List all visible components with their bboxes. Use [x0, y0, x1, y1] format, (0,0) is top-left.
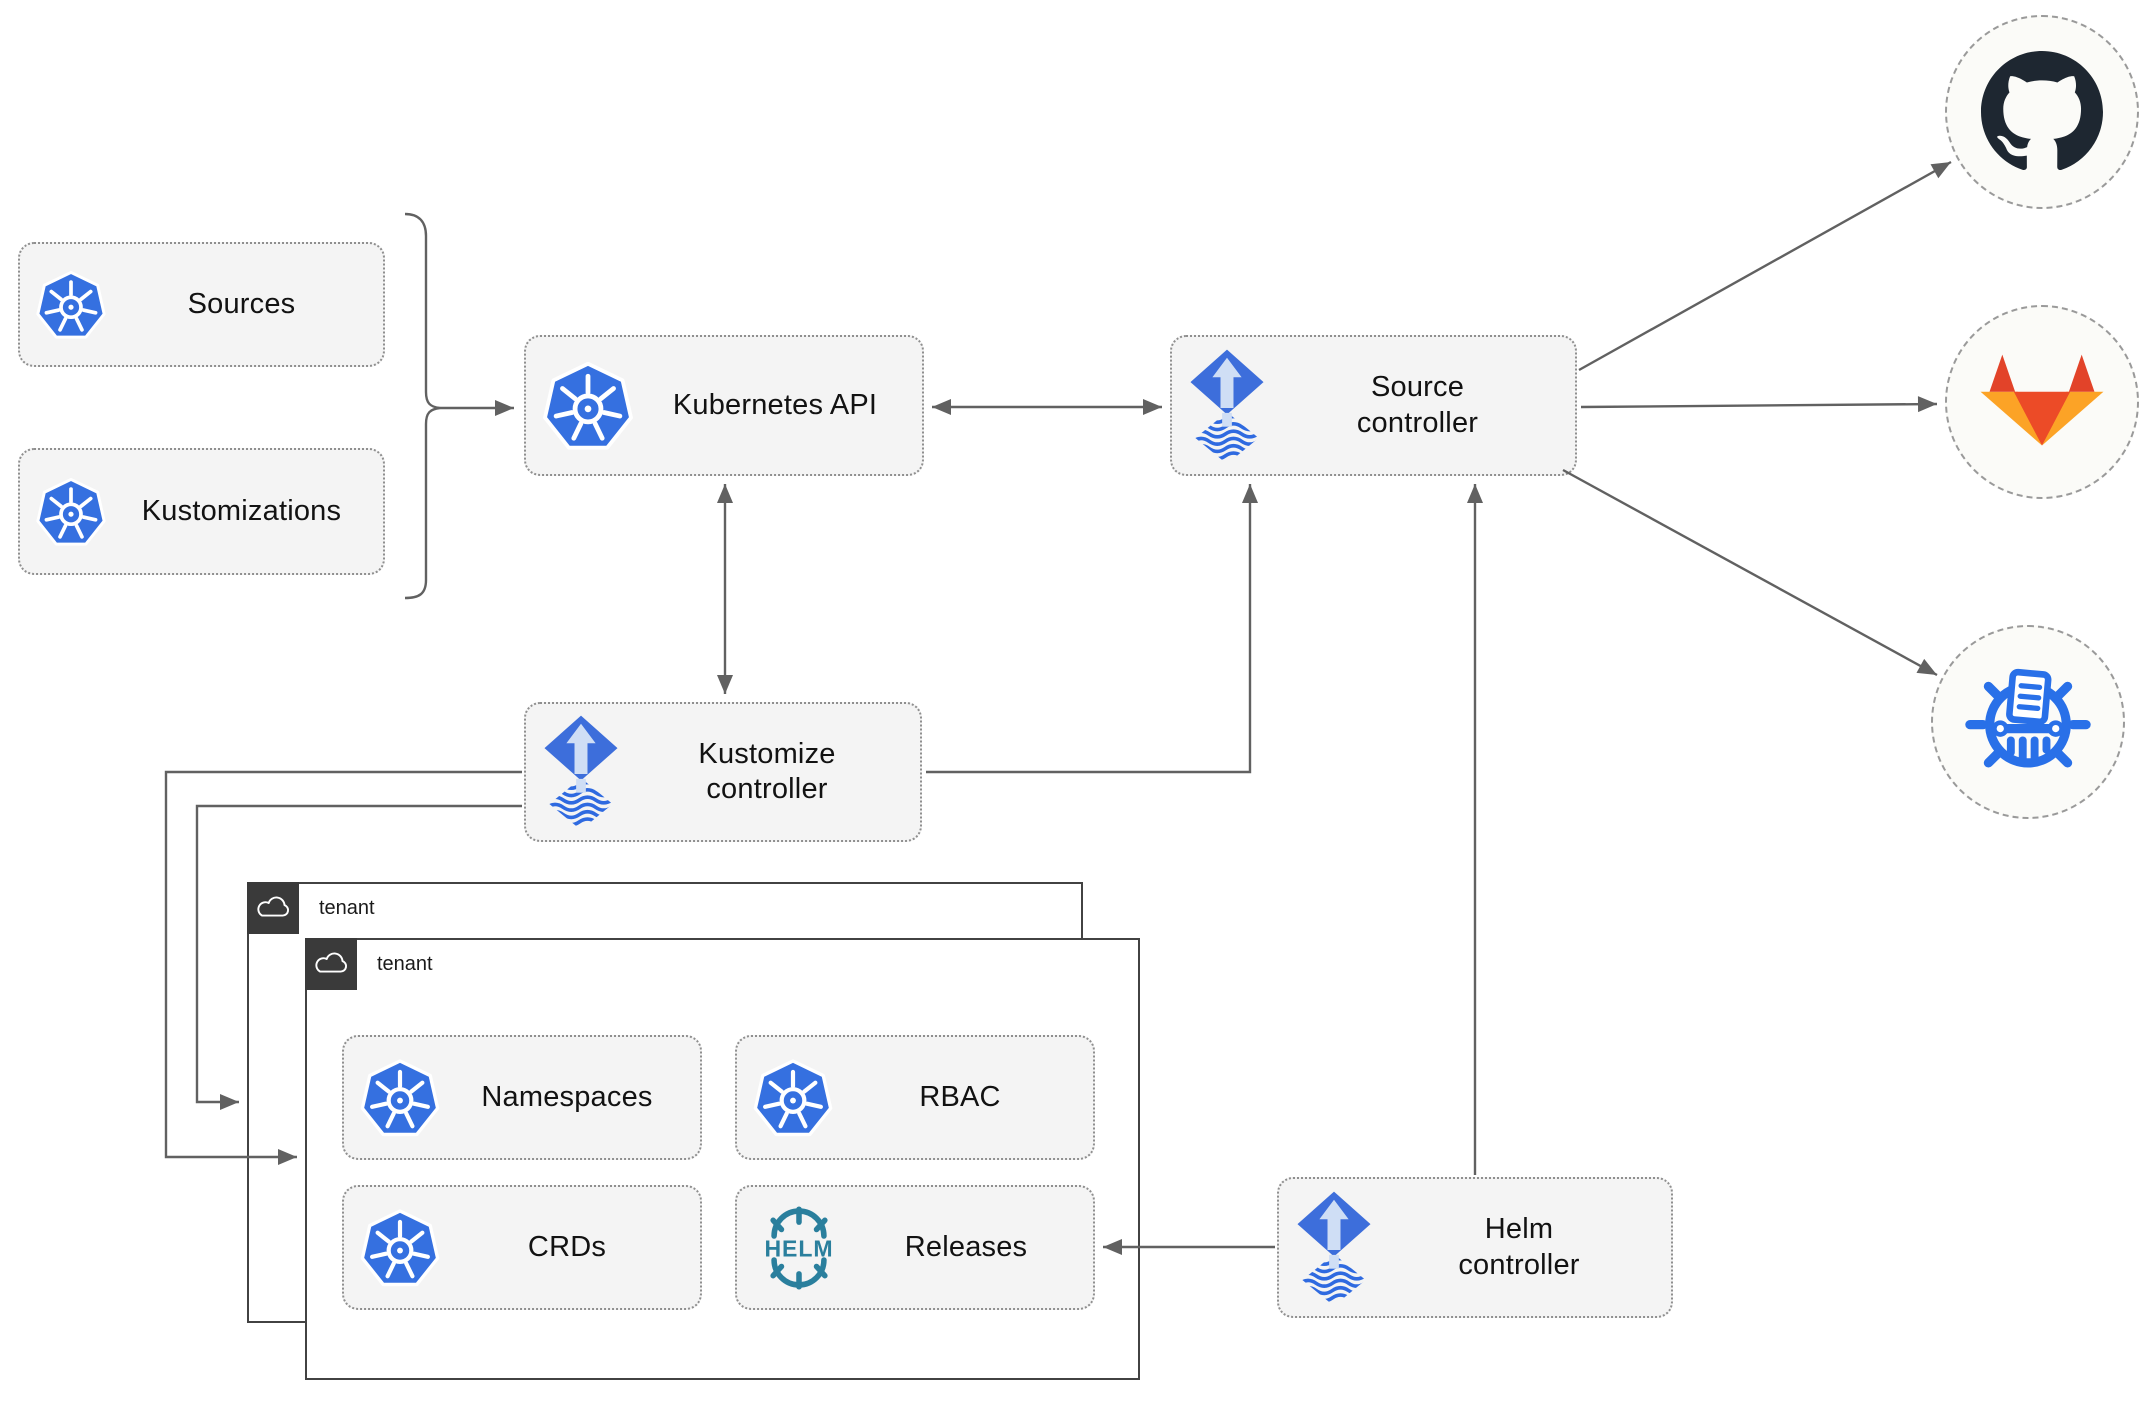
node-label: CRDs [527, 1230, 607, 1263]
node-label: Helm controller [1458, 1213, 1580, 1281]
helm-icon-text: HELM [764, 1235, 833, 1261]
flux-icon [1186, 348, 1268, 464]
node-kubernetes-api: Kubernetes API [524, 335, 924, 476]
cloud-icon [315, 952, 348, 973]
kubernetes-icon [34, 268, 108, 342]
node-helm-controller: Helm controller [1277, 1177, 1673, 1318]
edge-brace-sources-kustomizations [404, 212, 441, 600]
kubernetes-icon [358, 1056, 442, 1140]
node-source-controller: Source controller [1170, 335, 1577, 476]
edge-kustomize-controller-source-controller [926, 484, 1258, 774]
gitlab-icon [1980, 354, 2104, 446]
kubernetes-icon [358, 1206, 442, 1290]
edge-source-controller-github [1578, 160, 1952, 372]
node-label: Kustomizations [141, 494, 342, 527]
tenant-outer-tab [247, 882, 299, 934]
tenant-inner-label: tenant [377, 953, 433, 975]
helm-repository-icon [1962, 656, 2094, 788]
node-rbac: RBAC [735, 1035, 1095, 1160]
node-kustomizations: Kustomizations [18, 448, 385, 575]
kubernetes-icon [540, 358, 636, 454]
helm-icon: HELM [751, 1200, 847, 1296]
cloud-icon [257, 896, 290, 917]
node-crds: CRDs [342, 1185, 702, 1310]
flux-icon [540, 714, 622, 830]
github-icon [1981, 51, 2103, 170]
node-namespaces: Namespaces [342, 1035, 702, 1160]
node-label: Source controller [1356, 371, 1479, 439]
node-releases: HELM Releases [735, 1185, 1095, 1310]
node-label: Namespaces [481, 1080, 653, 1113]
node-label: Kustomize controller [698, 737, 836, 805]
kubernetes-icon [751, 1056, 835, 1140]
tenant-outer-label: tenant [319, 897, 375, 919]
node-sources: Sources [18, 242, 385, 367]
tenant-inner-tab [305, 938, 357, 990]
edge-source-controller-helm-repository [1562, 468, 1938, 677]
node-label: Sources [187, 287, 296, 320]
flux-icon [1293, 1190, 1375, 1306]
edge-source-controller-gitlab [1580, 396, 1938, 413]
remote-github [1945, 15, 2139, 209]
remote-gitlab [1945, 305, 2139, 499]
node-label: RBAC [919, 1080, 1001, 1113]
node-label: Releases [904, 1230, 1028, 1263]
node-label: Kubernetes API [672, 388, 878, 421]
remote-helm-repository [1931, 625, 2125, 819]
node-kustomize-controller: Kustomize controller [524, 702, 922, 842]
kubernetes-icon [34, 475, 108, 549]
